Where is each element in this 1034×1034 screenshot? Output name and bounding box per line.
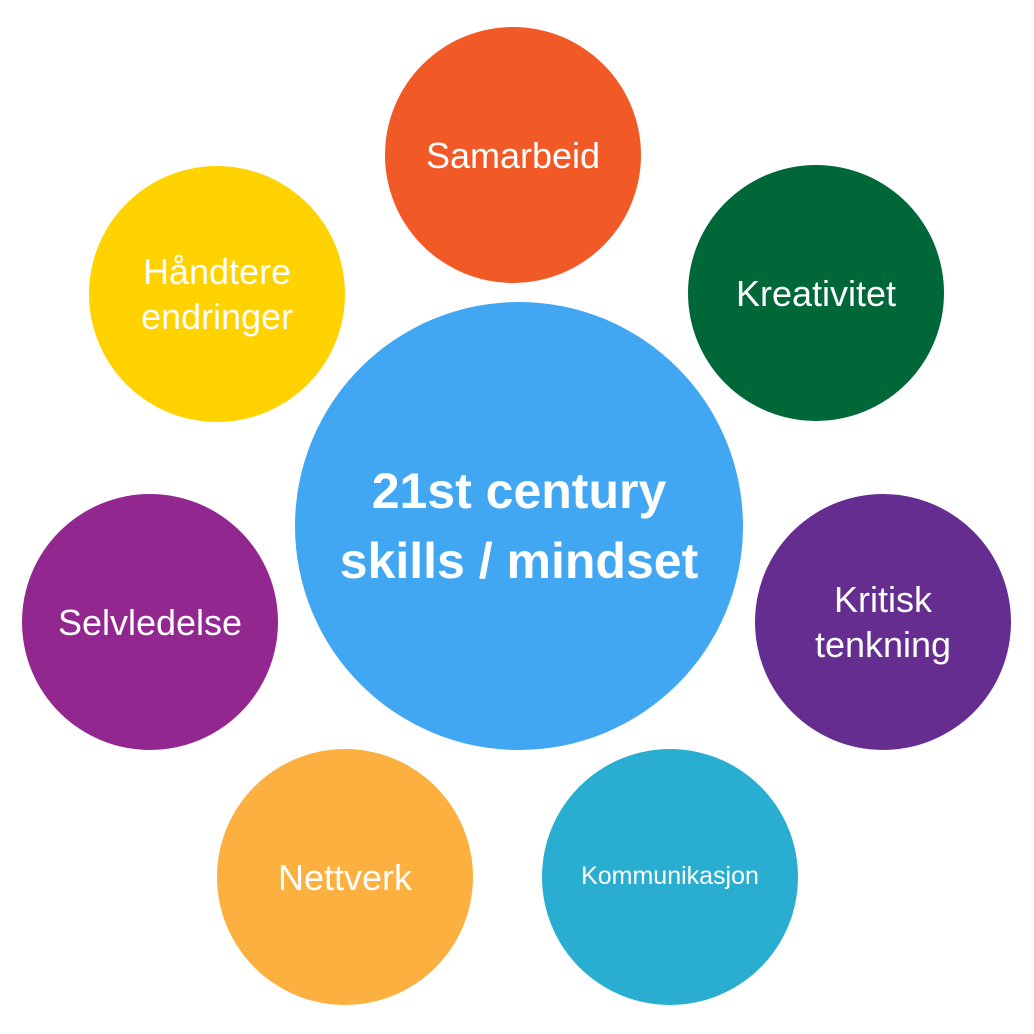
skill-label-line1: Kritisk xyxy=(833,579,932,620)
center-circle: 21st century skills / mindset xyxy=(295,302,743,750)
center-label-line2: skills / mindset xyxy=(339,533,699,589)
skill-label: Kommunikasjon xyxy=(581,862,759,891)
skill-circle-kritisk-tenkning: Kritisk tenkning xyxy=(755,494,1011,750)
skill-label-line2: endringer xyxy=(140,296,294,337)
skill-label: Kreativitet xyxy=(735,272,897,314)
skill-circle-samarbeid: Samarbeid xyxy=(385,27,641,283)
skill-circle-selvledelse: Selvledelse xyxy=(22,494,278,750)
skill-label: Selvledelse xyxy=(57,601,243,643)
skill-label-line2: tenkning xyxy=(814,624,952,665)
skill-circle-nettverk: Nettverk xyxy=(217,749,473,1005)
center-label-line1: 21st century xyxy=(371,463,667,519)
skill-label: Nettverk xyxy=(277,856,413,898)
skill-label-line1: Håndtere xyxy=(142,251,292,292)
skill-circle-kommunikasjon: Kommunikasjon xyxy=(542,749,798,1005)
skill-circle-kreativitet: Kreativitet xyxy=(688,165,944,421)
skill-label: Samarbeid xyxy=(425,134,601,176)
skill-circle-handtere-endringer: Håndtere endringer xyxy=(89,166,345,422)
